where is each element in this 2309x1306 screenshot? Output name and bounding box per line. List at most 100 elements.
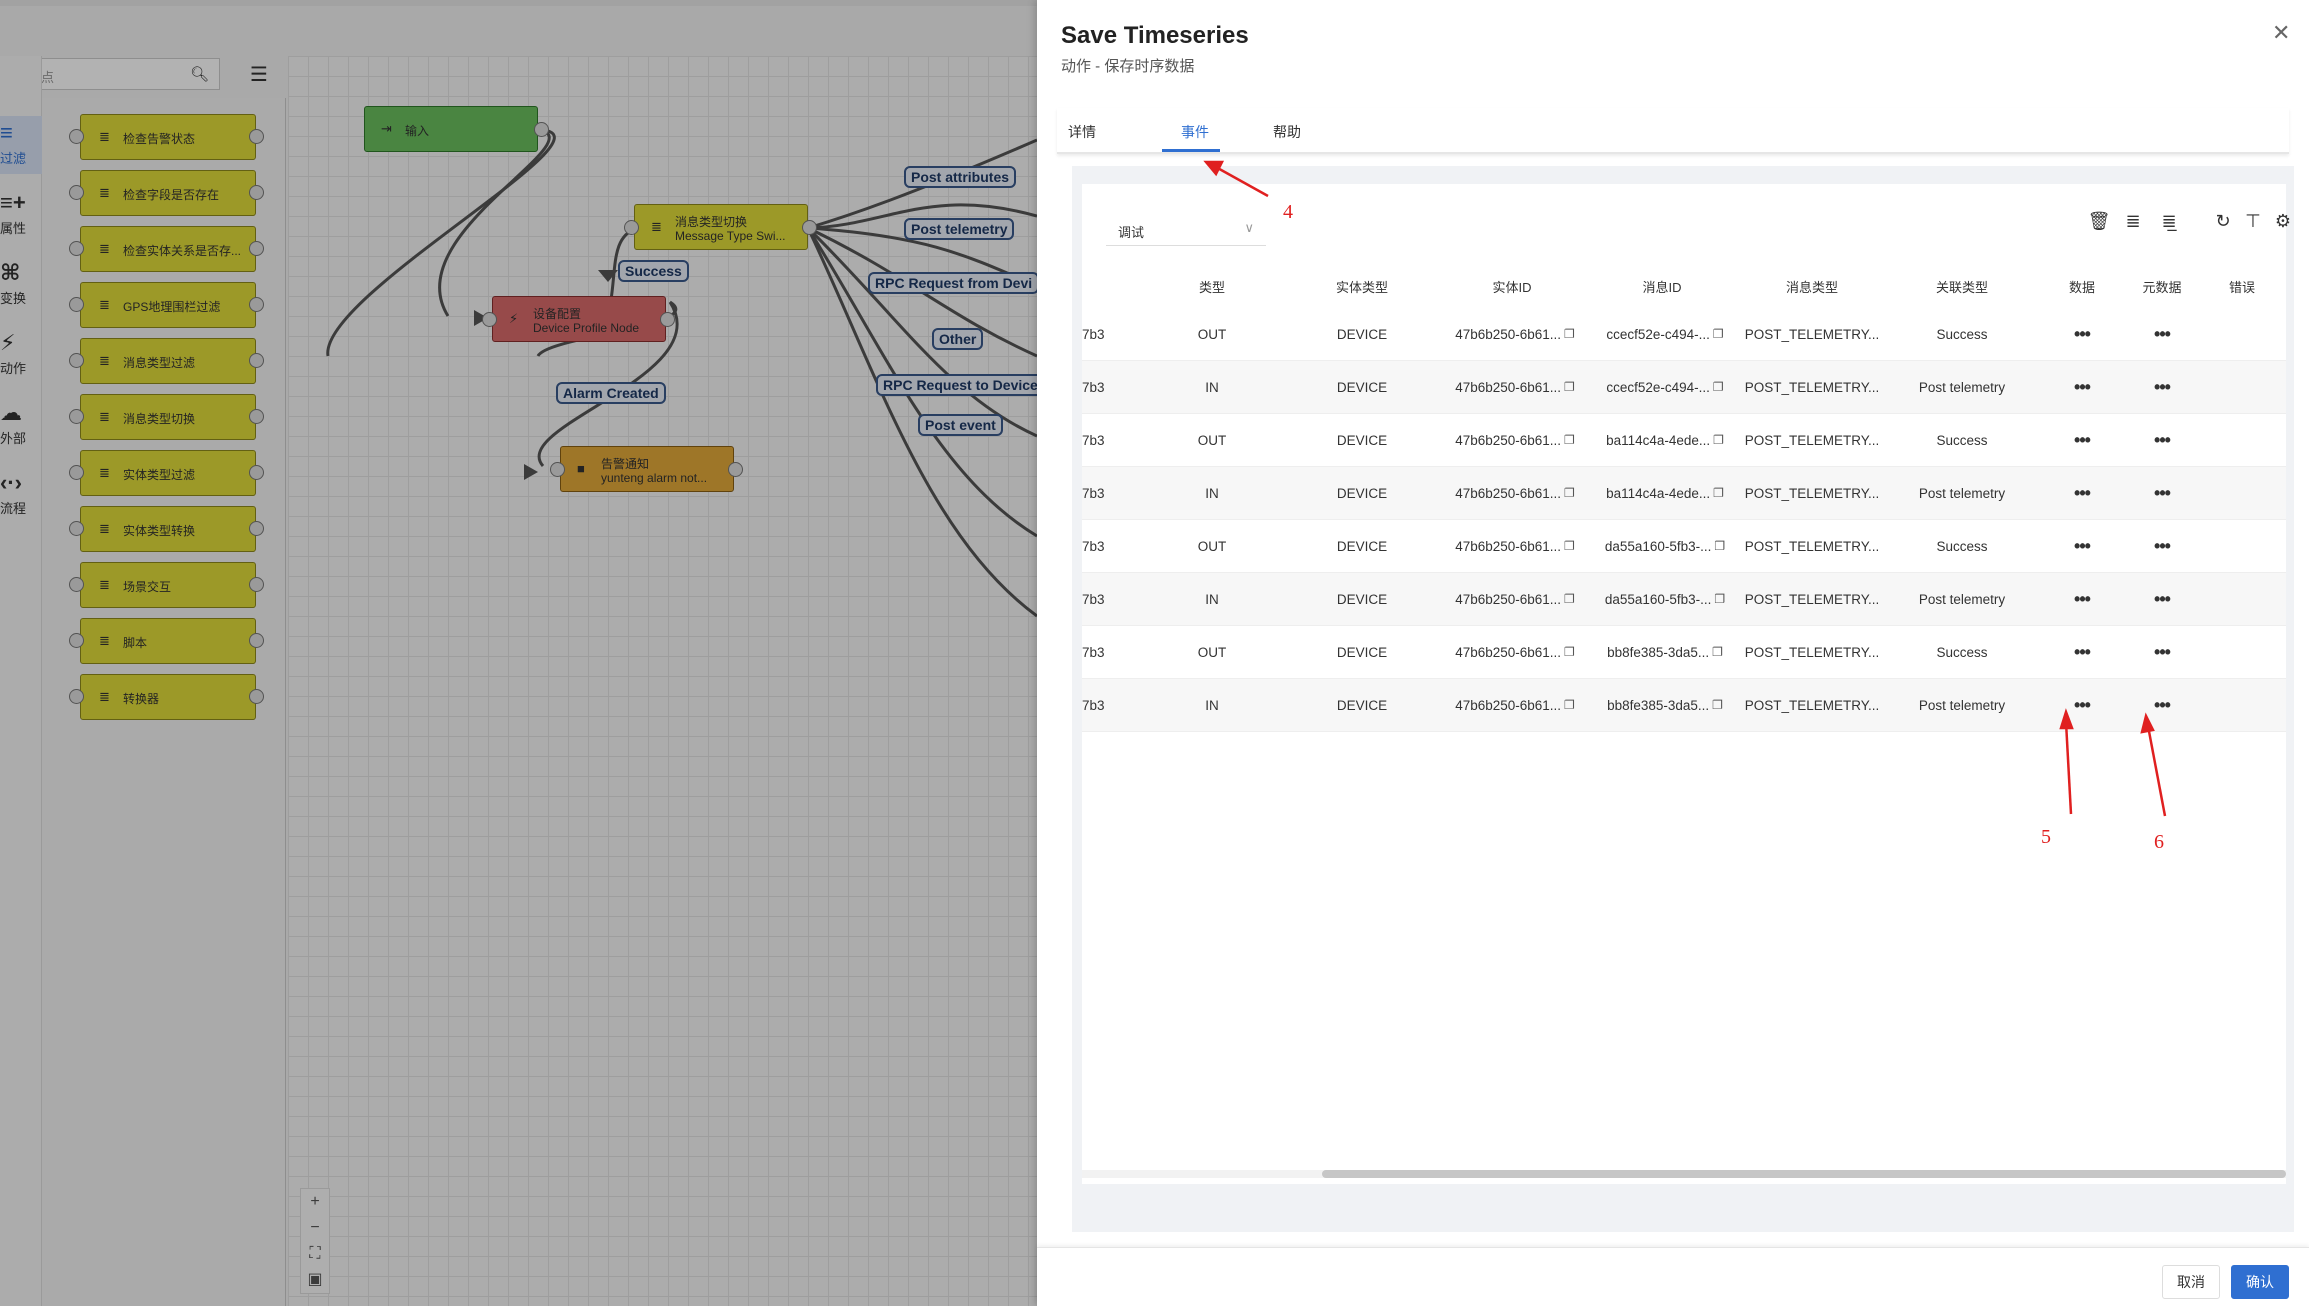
column-header[interactable]: 错误 — [2228, 279, 2255, 295]
tab-events[interactable]: 事件 — [1181, 124, 1209, 140]
data-more-button[interactable]: ••• — [2042, 467, 2122, 519]
copy-icon[interactable]: ❐ — [1564, 486, 1575, 500]
rail-item-external[interactable]: ☁︎ 外部 — [0, 396, 42, 454]
refresh-icon[interactable]: ↻ — [2215, 211, 2231, 231]
zoom-out-icon[interactable]: − — [310, 1219, 320, 1236]
column-header[interactable]: 实体ID — [1492, 279, 1532, 295]
copy-icon[interactable]: ❐ — [1713, 433, 1724, 447]
input-node[interactable]: ⇥ 输入 — [364, 106, 538, 152]
edge-label[interactable]: Alarm Created — [556, 382, 666, 404]
edge-label[interactable]: RPC Request from Devi — [868, 272, 1037, 294]
edge-label[interactable]: RPC Request to Device — [876, 374, 1037, 396]
lock-icon[interactable]: ▣ — [307, 1271, 323, 1288]
modal-overlay[interactable] — [0, 0, 1037, 1306]
horizontal-scrollbar[interactable] — [1082, 1170, 2286, 1178]
close-icon[interactable]: ✕ — [2272, 20, 2291, 45]
column-header[interactable]: 关联类型 — [1935, 279, 1988, 295]
column-header[interactable]: 消息类型 — [1785, 279, 1838, 295]
copy-icon[interactable]: ❐ — [1564, 327, 1575, 341]
edge-label[interactable]: Post telemetry — [904, 218, 1015, 240]
metadata-more-button[interactable]: ••• — [2122, 414, 2202, 466]
column-header[interactable]: 实体类型 — [1335, 279, 1388, 295]
data-more-button[interactable]: ••• — [2042, 308, 2122, 360]
collapse-menu-icon[interactable]: ☰ — [250, 64, 268, 86]
column-header[interactable]: 元数据 — [2142, 279, 2182, 295]
library-node[interactable]: ≣场景交互 — [80, 562, 256, 608]
copy-icon[interactable]: ❐ — [1564, 380, 1575, 394]
filter-icon[interactable]: ≣ — [2125, 211, 2141, 231]
message-type-switch-node[interactable]: ≣ 消息类型切换 Message Type Swi... — [634, 204, 808, 250]
library-node[interactable]: ≣GPS地理围栏过滤 — [80, 282, 256, 328]
edge-label[interactable]: Post event — [918, 414, 1003, 436]
metadata-more-button[interactable]: ••• — [2122, 467, 2202, 519]
metadata-more-button[interactable]: ••• — [2122, 520, 2202, 572]
copy-icon[interactable]: ❐ — [1712, 698, 1723, 712]
zoom-in-icon[interactable]: + — [310, 1193, 320, 1210]
event-type-select[interactable]: 调试 ∨ — [1106, 214, 1266, 246]
delete-icon[interactable]: 🗑︎ — [2087, 211, 2111, 231]
library-node[interactable]: ≣实体类型过滤 — [80, 450, 256, 496]
confirm-button[interactable]: 确认 — [2231, 1265, 2289, 1299]
rule-chain-canvas[interactable]: ⇥ 输入 ≣ 消息类型切换 Message Type Swi... ⚡︎ 设备配… — [288, 56, 1037, 1306]
metadata-more-button[interactable]: ••• — [2122, 308, 2202, 360]
device-profile-node[interactable]: ⚡︎ 设备配置 Device Profile Node — [492, 296, 666, 342]
library-node[interactable]: ≣检查字段是否存在 — [80, 170, 256, 216]
clear-filter-icon[interactable]: ≣̲ — [2161, 211, 2177, 231]
column-header[interactable]: 类型 — [1198, 279, 1225, 295]
copy-icon[interactable]: ❐ — [1564, 433, 1575, 447]
copy-icon[interactable]: ❐ — [1564, 698, 1575, 712]
edge-label[interactable]: Success — [618, 260, 689, 282]
rail-item-transform[interactable]: ⌘ 变换 — [0, 256, 42, 314]
search-icon[interactable]: 🔍︎ — [189, 66, 209, 83]
data-more-button[interactable]: ••• — [2042, 626, 2122, 678]
library-node[interactable]: ≣消息类型切换 — [80, 394, 256, 440]
rail-item-filter[interactable]: ≡ 过滤 — [0, 116, 42, 174]
rail-item-attributes[interactable]: ≡+ 属性 — [0, 186, 42, 244]
library-node[interactable]: ≣检查告警状态 — [80, 114, 256, 160]
library-node[interactable]: ≣检查实体关系是否存... — [80, 226, 256, 272]
column-header[interactable]: 消息ID — [1642, 279, 1682, 295]
settings-icon[interactable]: ⚙︎ — [2274, 211, 2292, 231]
scrollbar-thumb[interactable] — [1322, 1170, 2286, 1178]
copy-icon[interactable]: ❐ — [1713, 486, 1724, 500]
tab-details[interactable]: 详情 — [1068, 124, 1096, 140]
fit-screen-icon[interactable]: ⛶ — [309, 1245, 321, 1262]
copy-icon[interactable]: ❐ — [1564, 592, 1575, 606]
data-more-button[interactable]: ••• — [2042, 361, 2122, 413]
tab-help[interactable]: 帮助 — [1273, 124, 1301, 140]
copy-icon[interactable]: ❐ — [1714, 539, 1726, 553]
column-header[interactable]: 数据 — [2068, 279, 2095, 295]
alarm-notify-node[interactable]: ■ 告警通知 yunteng alarm not... — [560, 446, 734, 492]
data-more-button[interactable]: ••• — [2042, 679, 2122, 731]
edge-label[interactable]: Post attributes — [904, 166, 1017, 188]
library-node[interactable]: ≣转换器 — [80, 674, 256, 720]
cancel-button[interactable]: 取消 — [2162, 1265, 2220, 1299]
data-more-button[interactable]: ••• — [2042, 414, 2122, 466]
copy-icon[interactable]: ❐ — [1712, 645, 1723, 659]
edge-label[interactable]: Other — [932, 328, 984, 350]
rail-item-action[interactable]: ⚡︎ 动作 — [0, 326, 42, 384]
copy-icon[interactable]: ❐ — [1714, 592, 1726, 606]
library-node[interactable]: ≣脚本 — [80, 618, 256, 664]
copy-icon[interactable]: ❐ — [1712, 380, 1724, 394]
metadata-more-button[interactable]: ••• — [2122, 626, 2202, 678]
metadata-more-button[interactable]: ••• — [2122, 679, 2202, 731]
library-node[interactable]: ≣消息类型过滤 — [80, 338, 256, 384]
text-height-icon[interactable]: ⊤ — [2245, 211, 2261, 231]
metadata-more-button[interactable]: ••• — [2122, 361, 2202, 413]
data-more-button[interactable]: ••• — [2042, 573, 2122, 625]
metadata-more-button[interactable]: ••• — [2122, 573, 2202, 625]
data-more-button[interactable]: ••• — [2042, 520, 2122, 572]
copy-icon[interactable]: ❐ — [1712, 327, 1724, 341]
rail-item-flow[interactable]: ‹·› 流程 — [0, 466, 42, 524]
copy-icon[interactable]: ❐ — [1564, 645, 1575, 659]
copy-icon[interactable]: ❐ — [1564, 539, 1575, 553]
